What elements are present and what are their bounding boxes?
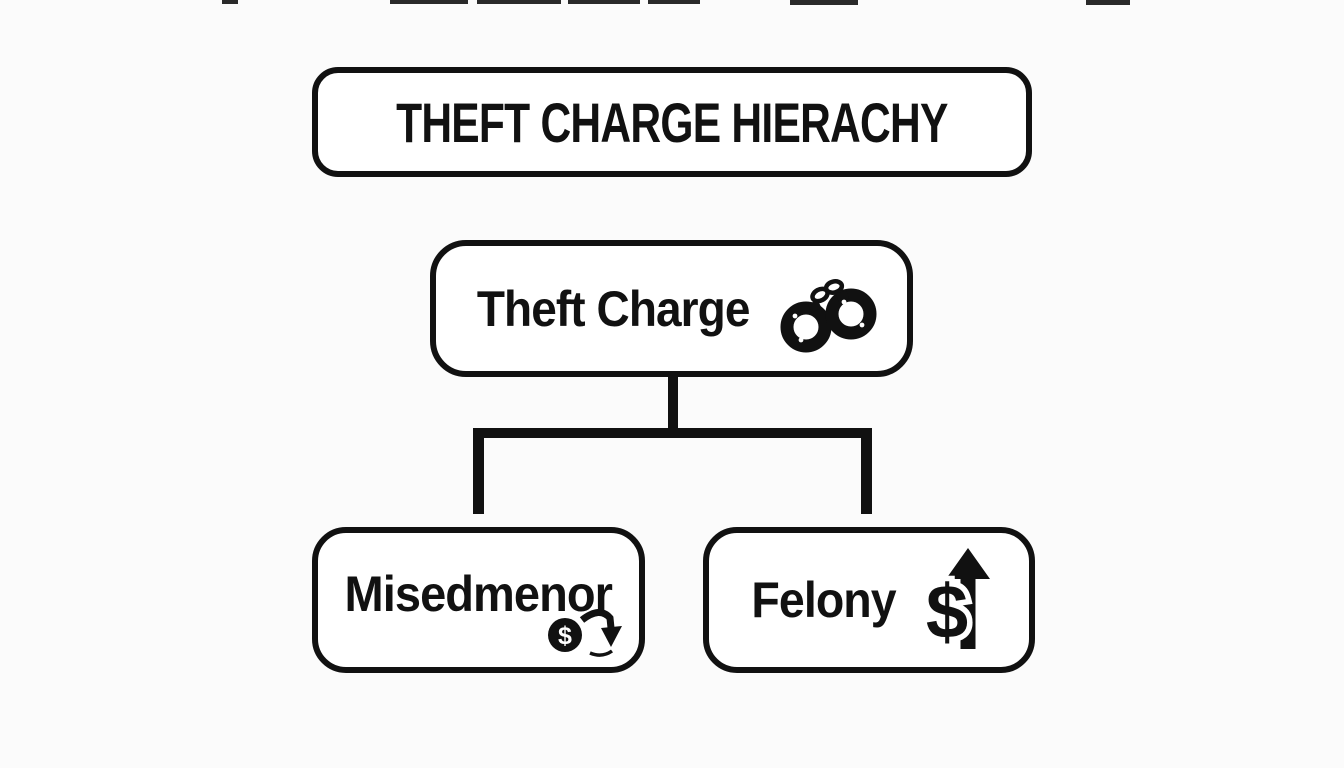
top-edge-artifact (477, 0, 561, 4)
title-label: THEFT CHARGE HIERACHY (396, 90, 948, 154)
top-edge-artifact (568, 0, 640, 4)
top-edge-artifact (390, 0, 468, 4)
connector-stem (668, 371, 678, 438)
node-theft-charge-label: Theft Charge (477, 280, 751, 337)
top-edge-artifact (648, 0, 700, 4)
title-box: THEFT CHARGE HIERACHY (312, 67, 1032, 177)
node-misdemeanor-label: Misedmenor (344, 566, 613, 622)
node-theft-charge: Theft Charge (430, 240, 913, 377)
connector-horizontal (473, 428, 872, 438)
top-edge-artifact (222, 0, 238, 4)
svg-text:$: $ (925, 570, 967, 655)
handcuffs-icon (780, 278, 877, 352)
connector-left-drop (473, 428, 484, 514)
connector-right-drop (861, 428, 872, 514)
money-increase-icon: $ $ (922, 548, 990, 655)
svg-text:$: $ (925, 570, 967, 655)
node-misdemeanor: Misedmenor $ (312, 527, 645, 673)
node-felony-label: Felony (751, 572, 897, 628)
top-edge-artifact (790, 0, 858, 5)
node-felony: Felony $ $ (703, 527, 1035, 673)
top-edge-artifact (1086, 0, 1130, 5)
svg-text:$: $ (558, 622, 572, 650)
money-decrease-icon: $ (548, 609, 622, 657)
